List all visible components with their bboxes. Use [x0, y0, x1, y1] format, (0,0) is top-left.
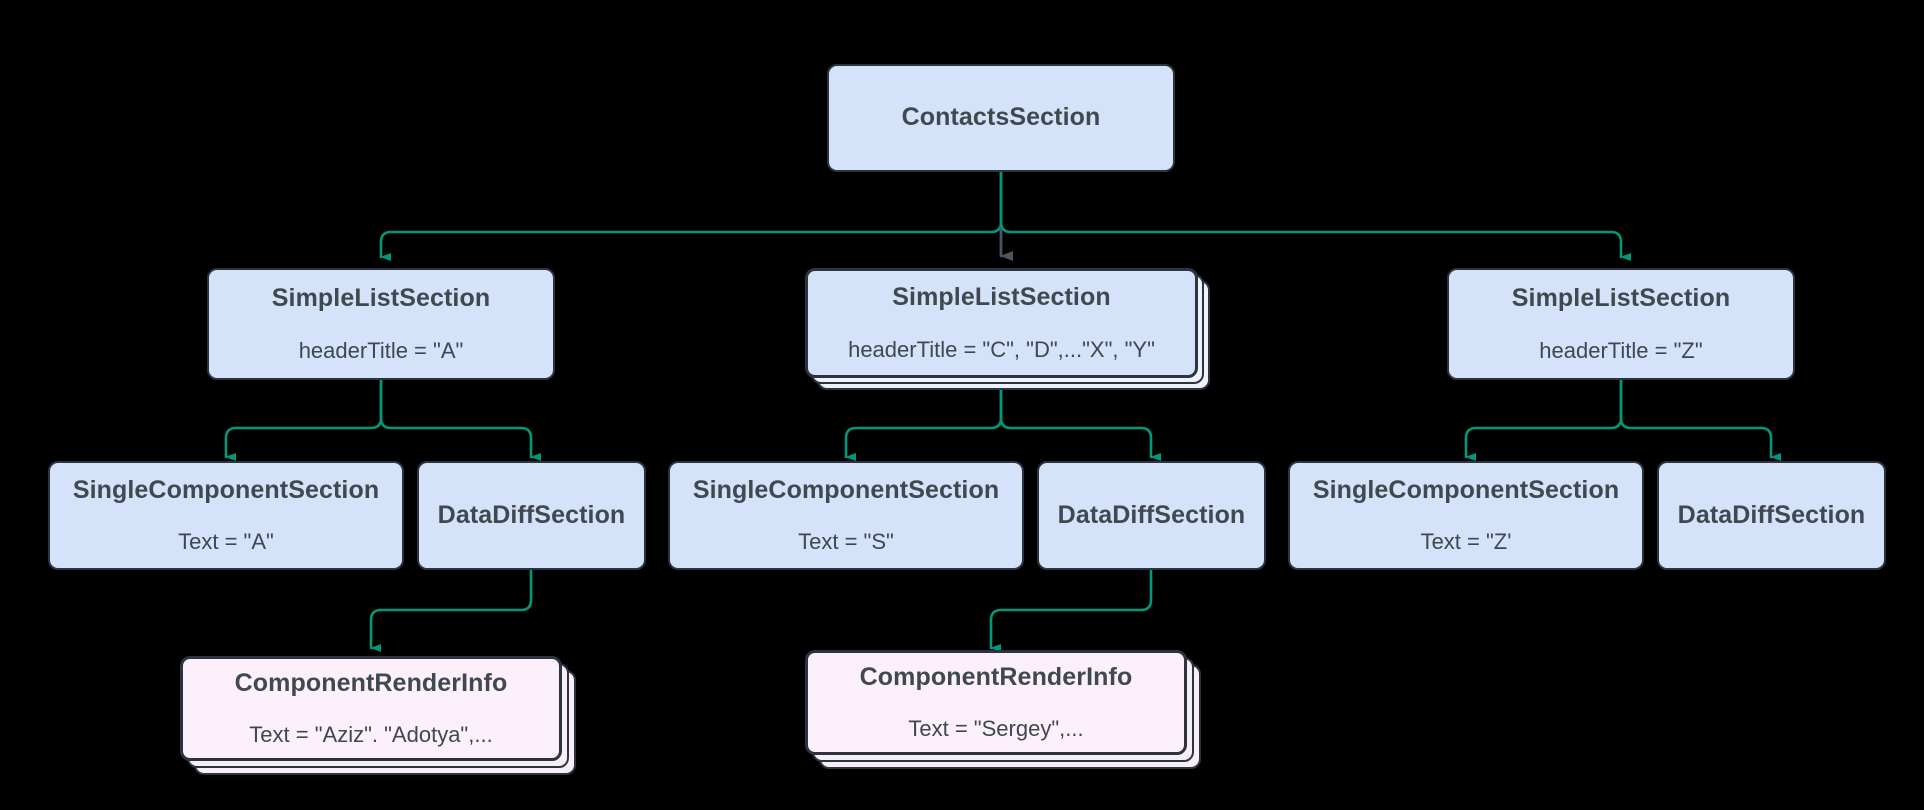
node-component-render-info-mid[interactable]: ComponentRenderInfo Text = "Sergey",...: [805, 650, 1187, 755]
node-subtitle: headerTitle = "Z": [1539, 337, 1703, 363]
node-subtitle: Text = "S": [798, 529, 894, 555]
edge-list-z-to-single-z: [1464, 378, 1623, 461]
node-title: ComponentRenderInfo: [234, 668, 508, 697]
edge-list-mid-to-single-s: [844, 388, 1003, 461]
edge-root-to-list-z: [999, 170, 1631, 261]
node-subtitle: Text = "Aziz". "Adotya",...: [249, 722, 493, 748]
edge-list-a-to-diff-a: [379, 378, 541, 461]
node-single-component-section-z[interactable]: SingleComponentSection Text = "Z': [1288, 461, 1644, 570]
node-contacts-section[interactable]: ContactsSection: [827, 64, 1175, 172]
node-title: ContactsSection: [901, 103, 1101, 132]
node-subtitle: headerTitle = "C", "D",..."X", "Y": [848, 336, 1155, 362]
node-subtitle: Text = "Z': [1420, 529, 1512, 555]
node-title: SingleComponentSection: [692, 475, 1000, 504]
node-title: SingleComponentSection: [1312, 475, 1620, 504]
node-title: DataDiffSection: [1677, 500, 1866, 529]
node-simple-list-section-middle-stack[interactable]: SimpleListSection headerTitle = "C", "D"…: [805, 268, 1215, 390]
node-title: ComponentRenderInfo: [859, 662, 1133, 691]
node-title: DataDiffSection: [1057, 500, 1246, 529]
edge-list-z-to-diff-z: [1619, 378, 1781, 461]
edge-list-a-to-single-a: [224, 378, 383, 461]
node-title: SimpleListSection: [892, 283, 1111, 312]
node-single-component-section-s[interactable]: SingleComponentSection Text = "S": [668, 461, 1024, 570]
node-component-render-info-left-stack[interactable]: ComponentRenderInfo Text = "Aziz". "Adot…: [180, 656, 580, 778]
node-component-render-info-left[interactable]: ComponentRenderInfo Text = "Aziz". "Adot…: [180, 656, 562, 761]
node-data-diff-section-z[interactable]: DataDiffSection: [1657, 461, 1886, 570]
node-subtitle: headerTitle = "A": [298, 337, 464, 363]
edge-root-to-list-a: [379, 170, 1003, 261]
edge-diff-a-to-render-left: [369, 568, 533, 652]
node-title: DataDiffSection: [437, 500, 626, 529]
node-title: SingleComponentSection: [72, 475, 380, 504]
edge-list-mid-to-diff-s: [999, 388, 1161, 461]
node-simple-list-section-z[interactable]: SimpleListSection headerTitle = "Z": [1447, 268, 1795, 380]
node-subtitle: Text = "Sergey",...: [908, 716, 1084, 742]
node-component-render-info-mid-stack[interactable]: ComponentRenderInfo Text = "Sergey",...: [805, 650, 1205, 772]
node-data-diff-section-a[interactable]: DataDiffSection: [417, 461, 646, 570]
node-simple-list-section-a[interactable]: SimpleListSection headerTitle = "A": [207, 268, 555, 380]
node-data-diff-section-s[interactable]: DataDiffSection: [1037, 461, 1266, 570]
node-single-component-section-a[interactable]: SingleComponentSection Text = "A": [48, 461, 404, 570]
node-title: SimpleListSection: [1511, 284, 1731, 313]
node-subtitle: Text = "A": [178, 529, 274, 555]
node-title: SimpleListSection: [271, 284, 491, 313]
node-simple-list-section-middle[interactable]: SimpleListSection headerTitle = "C", "D"…: [805, 268, 1198, 378]
edge-diff-s-to-render-mid: [989, 568, 1153, 652]
